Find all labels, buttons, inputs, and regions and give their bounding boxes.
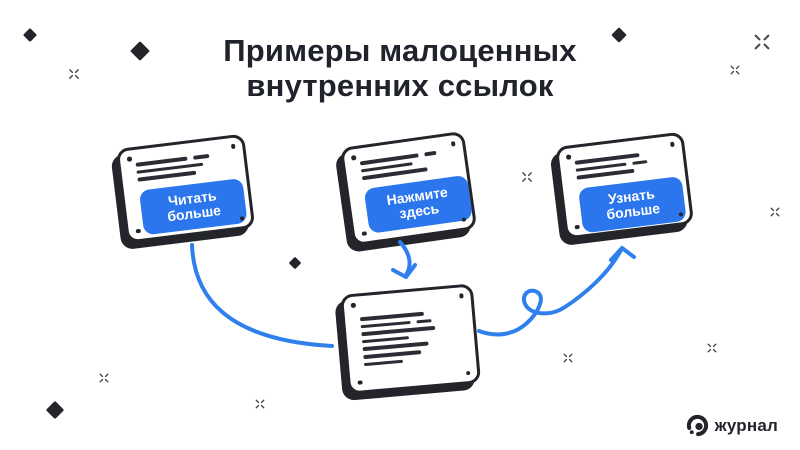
corner-screw-icon	[135, 228, 141, 234]
corner-screw-icon	[669, 141, 675, 147]
card-learn-more: Узнать больше	[554, 131, 695, 240]
sparkle-x-icon	[69, 69, 80, 80]
card-read-more: Читать больше	[115, 133, 256, 244]
sparkle-x-icon	[707, 343, 717, 353]
diamond-decoration-icon	[288, 256, 302, 270]
journal-logo: журнал	[686, 414, 778, 437]
sparkle-x-icon	[255, 399, 265, 409]
sparkle-x-icon	[563, 353, 573, 363]
read-more-button[interactable]: Читать больше	[138, 177, 248, 236]
corner-screw-icon	[357, 379, 363, 385]
corner-screw-icon	[350, 155, 356, 161]
page-title-line2: внутренних ссылок	[246, 68, 554, 103]
page-title-line1: Примеры малоценных	[223, 33, 577, 68]
corner-screw-icon	[574, 224, 580, 230]
page-title: Примеры малоценных внутренних ссылок	[0, 33, 800, 103]
sparkle-x-icon	[730, 65, 740, 75]
corner-screw-icon	[126, 156, 132, 162]
arrow-left-to-center	[190, 243, 334, 348]
corner-screw-icon	[458, 293, 464, 299]
corner-screw-icon	[450, 141, 456, 147]
arrow-center-to-right-loop	[477, 246, 636, 337]
sparkle-x-icon	[770, 207, 780, 217]
learn-more-button[interactable]: Узнать больше	[578, 175, 687, 234]
corner-screw-icon	[350, 302, 356, 308]
corner-screw-icon	[565, 154, 571, 160]
corner-screw-icon	[361, 230, 367, 236]
corner-screw-icon	[230, 143, 236, 149]
sparkle-x-icon	[522, 172, 533, 183]
arrow-middle-down	[391, 240, 417, 279]
sparkle-x-icon	[754, 34, 771, 51]
sparkle-x-icon	[99, 373, 109, 383]
journal-logo-icon	[686, 414, 709, 437]
card-click-here: Нажмите здесь	[339, 130, 478, 247]
corner-screw-icon	[465, 370, 471, 376]
card-content	[339, 283, 482, 395]
journal-logo-text: журнал	[714, 415, 778, 435]
diamond-decoration-icon	[45, 400, 65, 420]
click-here-button[interactable]: Нажмите здесь	[363, 174, 473, 234]
